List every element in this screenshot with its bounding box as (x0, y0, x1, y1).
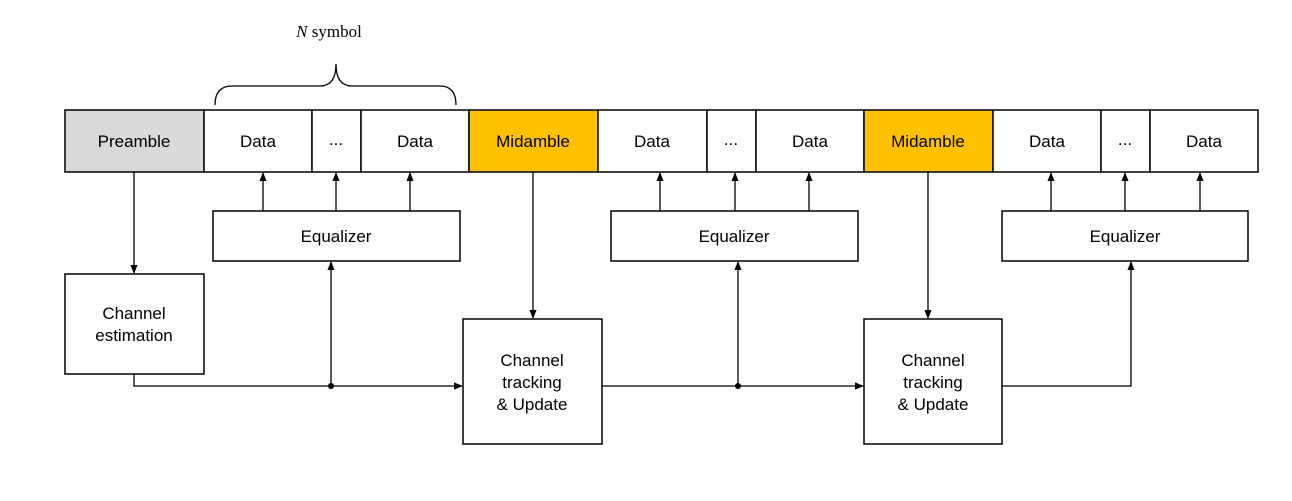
frame-cell-ellipsis: ... (1100, 109, 1151, 173)
frame-cell-data: Data (597, 109, 708, 173)
tracking-line2: tracking (903, 373, 963, 392)
tracking-line3: & Update (898, 395, 969, 414)
frame-cell-11-label: Data (1186, 132, 1222, 151)
channel-estimation-line1: Channel (102, 304, 165, 323)
n-symbol-brace (214, 63, 457, 106)
equalizer-label: Equalizer (699, 227, 770, 246)
frame-cell-6 (706, 109, 757, 173)
frame-cell-9-label: Data (1029, 132, 1065, 151)
frame-cell-11 (1149, 109, 1259, 173)
tracking-line3: & Update (497, 395, 568, 414)
channel-tracking-block-2: Channel tracking & Update (863, 318, 1003, 445)
tracking-line1: Channel (901, 351, 964, 370)
frame-cell-7 (755, 109, 865, 173)
frame-cell-ellipsis: ... (311, 109, 362, 173)
frame-cell-9 (992, 109, 1102, 173)
frame-cell-1-label: Data (240, 132, 276, 151)
frame-cell-data: Data (992, 109, 1102, 173)
junction-dot (735, 383, 741, 389)
frame-cell-2 (311, 109, 362, 173)
frame-cell-10-label: ... (1118, 130, 1132, 149)
channel-estimation-line2: estimation (95, 326, 172, 345)
frame-cell-midamble: Midamble (863, 109, 994, 173)
frame-cell-5 (597, 109, 708, 173)
frame-cell-2-label: ... (329, 130, 343, 149)
frame-cell-data: Data (360, 109, 470, 173)
frame-cell-preamble: Preamble (64, 109, 205, 173)
channel-tracking-block-1: Channel tracking & Update (462, 318, 603, 445)
frame-cell-4-label: Midamble (496, 132, 570, 151)
frame-cell-1 (203, 109, 313, 173)
frame-cell-data: Data (755, 109, 865, 173)
n-symbol-label: N symbol (295, 22, 362, 41)
channel-estimation-block: Channel estimation (64, 273, 205, 375)
frame-cell-data: Data (203, 109, 313, 173)
equalizer-block-1: Equalizer (212, 210, 461, 262)
frame-cell-midamble: Midamble (468, 109, 599, 173)
junction-dot (328, 383, 334, 389)
frame-cell-0 (64, 109, 205, 173)
frame-cell-data: Data (1149, 109, 1259, 173)
frame-cell-8-label: Midamble (891, 132, 965, 151)
wire-estimation-to-tracking-1 (133, 374, 463, 390)
frame-cell-0-label: Preamble (98, 132, 171, 151)
tracking-line1: Channel (500, 351, 563, 370)
frame-cell-5-label: Data (634, 132, 670, 151)
frame-cell-6-label: ... (724, 130, 738, 149)
wire-tracking-2-to-equalizer-3 (1002, 261, 1135, 387)
frame-cell-7-label: Data (792, 132, 828, 151)
frame-cell-3-label: Data (397, 132, 433, 151)
frame-cell-ellipsis: ... (706, 109, 757, 173)
equalizer-label: Equalizer (1090, 227, 1161, 246)
equalizer-label: Equalizer (301, 227, 372, 246)
equalizer-block-3: Equalizer (1001, 210, 1249, 262)
frame-row: Preamble Data ... Data Midamble Data ... (64, 109, 1259, 173)
equalizer-block-2: Equalizer (610, 210, 859, 262)
tracking-line2: tracking (502, 373, 562, 392)
